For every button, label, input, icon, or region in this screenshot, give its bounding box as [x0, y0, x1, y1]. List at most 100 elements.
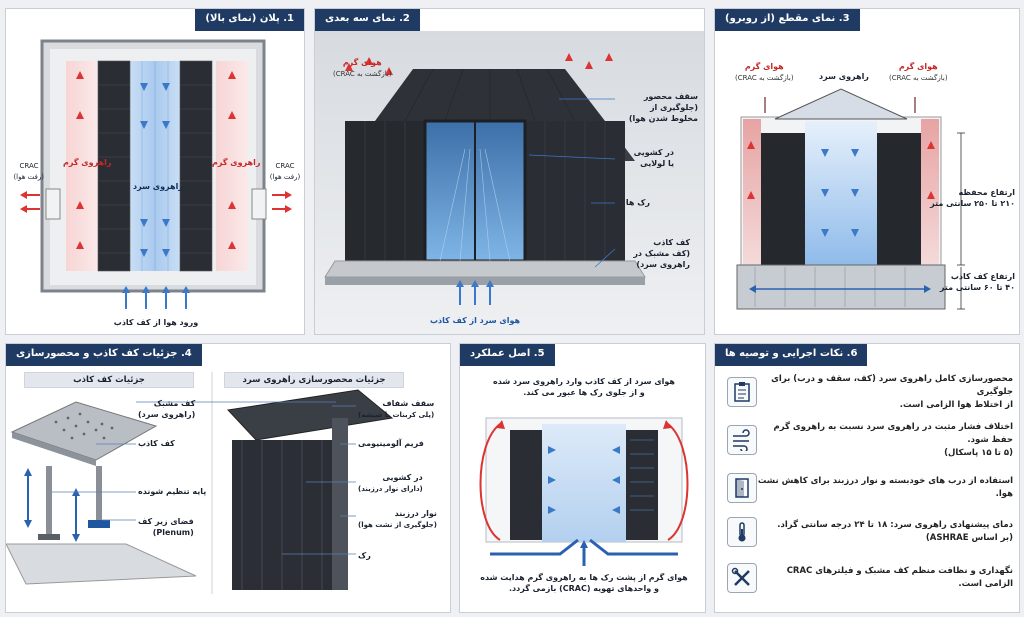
- principle-top-line2: و از جلوی رک ها عبور می کند.: [523, 388, 645, 397]
- panel-title: 4. جزئیات کف کاذب و محصورسازی: [6, 344, 202, 366]
- cold-aisle-label: راهروی سرد: [819, 72, 869, 81]
- crac-right-name: CRAC: [275, 162, 295, 170]
- panel-operating-principle: 5. اصل عملکرد هوای سرد از کف کاذب وارد ر…: [459, 343, 706, 613]
- floor-height-title: ارتفاع کف کاذب: [950, 272, 1015, 281]
- hot-right-label: هوای گرم (بازگشت به CRAC): [889, 61, 948, 84]
- section-diagram: [736, 88, 965, 310]
- door-label: در کشویی یا لولایی: [634, 147, 674, 169]
- airflow-icon: [727, 425, 757, 455]
- crac-left-name: CRAC: [19, 162, 39, 170]
- hot-left-label: هوای گرم (بازگشت به CRAC): [735, 61, 794, 84]
- details-diagram: [6, 372, 394, 594]
- floor-height-label: ارتفاع کف کاذب ۴۰ تا ۶۰ سانتی متر: [940, 271, 1015, 293]
- panel-title: 2. نمای سه بعدی: [315, 9, 420, 31]
- principle-top-line1: هوای سرد از کف کاذب وارد راهروی سرد شده: [493, 377, 675, 386]
- panel-implementation-tips: 6. نکات اجرایی و توصیه ها محصورسازی کامل…: [714, 343, 1020, 613]
- tip-line2: (۵ تا ۱۵ پاسکال): [944, 447, 1013, 458]
- tip-text: اختلاف فشار مثبت در راهروی سرد نسبت به ر…: [757, 421, 1019, 460]
- principle-top-text: هوای سرد از کف کاذب وارد راهروی سرد شده …: [474, 376, 694, 398]
- panel-title: 1. پلان (نمای بالا): [195, 9, 304, 31]
- checklist-icon: [727, 377, 757, 407]
- plenum-label: فضای زیر کف (Plenum): [138, 516, 194, 538]
- aluminum-frame-label: فریم آلومینیومی: [358, 439, 424, 448]
- crac-right-label: CRAC (رفت هوا): [268, 161, 302, 183]
- door-sub: یا لولایی: [640, 159, 674, 168]
- floor-sub1: (کف مشبک در: [633, 249, 690, 258]
- perforated-sub: (راهروی سرد): [138, 410, 196, 419]
- panel-section-view: 3. نمای مقطع (از روبرو): [714, 8, 1020, 335]
- tip-item: اختلاف فشار مثبت در راهروی سرد نسبت به ر…: [727, 420, 1019, 460]
- tip-text: محصورسازی کامل راهروی سرد (کف، سقف و درب…: [757, 373, 1019, 412]
- enc-height-value: ۲۱۰ تا ۲۵۰ سانتی متر: [930, 199, 1015, 208]
- hot-air-sub: (بازگشت به CRAC): [333, 70, 392, 78]
- panel-title: 5. اصل عملکرد: [460, 344, 555, 366]
- hot-left-sub: (بازگشت به CRAC): [735, 74, 794, 82]
- crac-right-sub: (رفت هوا): [269, 173, 301, 181]
- tip-text: استفاده از درب های خودبسته و نوار درزبند…: [757, 475, 1019, 501]
- floor-inlet-arrows: [125, 291, 187, 309]
- thermometer-icon: [727, 517, 757, 547]
- enclosure-height-label: ارتفاع محفظه ۲۱۰ تا ۲۵۰ سانتی متر: [930, 187, 1015, 209]
- tip-line1: استفاده از درب های خودبسته و نوار درزبند…: [757, 476, 1013, 499]
- subhead-enclosure: جزئیات محصورسازی راهروی سرد: [224, 372, 404, 388]
- plenum-sub: (Plenum): [152, 528, 194, 537]
- door-title: در کشویی: [633, 148, 674, 157]
- seal-strip-title: نوار درزبند: [394, 509, 437, 518]
- panel-3d-view: 2. نمای سه بعدی: [314, 8, 705, 335]
- tools-icon: [727, 563, 757, 593]
- tip-text: دمای پیشنهادی راهروی سرد: ۱۸ تا ۲۴ درجه …: [757, 519, 1019, 545]
- hot-aisle-right-label: راهروی گرم: [212, 158, 261, 167]
- pedestal-label: پایه تنظیم شونده: [138, 487, 207, 496]
- sliding-door-label: در کشویی (دارای نوار درزبند): [358, 472, 423, 495]
- panel-floor-enclosure-details: 4. جزئیات کف کاذب و محصورسازی جزئیات کف …: [5, 343, 451, 613]
- tip-item: دمای پیشنهادی راهروی سرد: ۱۸ تا ۲۴ درجه …: [727, 512, 1019, 552]
- tip-line2: از اختلاط هوا الزامی است.: [899, 399, 1013, 410]
- panel-plan-view: 1. پلان (نمای بالا): [5, 8, 305, 335]
- ceiling-title: سقف محصور: [643, 92, 698, 101]
- principle-bottom-line2: و واحدهای تهویه (CRAC) بازمی گردد.: [509, 584, 659, 593]
- hot-left-title: هوای گرم: [744, 62, 784, 71]
- hot-air-title: هوای گرم: [342, 58, 382, 67]
- rack-row-left: [97, 60, 131, 272]
- transparent-ceiling-title: سقف شفاف: [382, 399, 435, 408]
- tip-line1: محصورسازی کامل راهروی سرد (کف، سقف و درب…: [771, 373, 1013, 397]
- floor-label: کف کاذب (کف مشبک در راهروی سرد): [633, 237, 690, 270]
- tip-text: نگهداری و نظافت منظم کف مشبک و فیلترهای …: [757, 565, 1019, 591]
- principle-diagram: [479, 417, 689, 566]
- principle-bottom-text: هوای گرم از پشت رک ها به راهروی گرم هدای…: [474, 572, 694, 594]
- panel-title: 6. نکات اجرایی و توصیه ها: [715, 344, 868, 366]
- transparent-ceiling-sub: (پلی کربنات یا شیشه): [358, 411, 435, 419]
- cold-from-floor-label: هوای سرد از کف کاذب: [429, 316, 521, 325]
- ceiling-sub2: مخلوط شدن هوا): [628, 114, 698, 123]
- ceiling-label: سقف محصور (جلوگیری از مخلوط شدن هوا): [629, 91, 698, 124]
- floor-sub2: راهروی سرد): [636, 260, 690, 269]
- 3d-diagram: [315, 31, 704, 334]
- floor-title: کف کاذب: [653, 238, 690, 247]
- ceiling-sub1: (جلوگیری از: [649, 103, 698, 112]
- hot-right-title: هوای گرم: [898, 62, 938, 71]
- hot-right-sub: (بازگشت به CRAC): [889, 74, 948, 82]
- hot-arrows: [76, 71, 236, 249]
- subhead-floor: جزئیات کف کاذب: [24, 372, 194, 388]
- tip-item: نگهداری و نظافت منظم کف مشبک و فیلترهای …: [727, 558, 1019, 598]
- sliding-door-sub: (دارای نوار درزبند): [358, 485, 423, 493]
- plenum-title: فضای زیر کف: [138, 517, 194, 526]
- floor-height-value: ۴۰ تا ۶۰ سانتی متر: [939, 283, 1015, 292]
- hot-aisle-left-label: راهروی گرم: [63, 158, 112, 167]
- door-icon: [727, 473, 757, 503]
- crac-left-sub: (رفت هوا): [13, 173, 44, 181]
- cold-aisle-label: راهروی سرد: [133, 182, 183, 191]
- seal-strip-label: نوار درزبند (جلوگیری از نشت هوا): [358, 508, 437, 531]
- transparent-ceiling-label: سقف شفاف (پلی کربنات یا شیشه): [358, 398, 434, 421]
- tip-line1: نگهداری و نظافت منظم کف مشبک و فیلترهای …: [786, 566, 1013, 589]
- sliding-door-title: در کشویی: [382, 473, 423, 482]
- tip-item: استفاده از درب های خودبسته و نوار درزبند…: [727, 468, 1019, 508]
- enc-height-title: ارتفاع محفظه: [958, 188, 1015, 197]
- cold-arrows: [140, 83, 170, 257]
- principle-bottom-line1: هوای گرم از پشت رک ها به راهروی گرم هدای…: [480, 573, 688, 582]
- tip-item: محصورسازی کامل راهروی سرد (کف، سقف و درب…: [727, 372, 1019, 412]
- raised-floor-label: کف کاذب: [138, 439, 175, 448]
- perforated-floor-label: کف مشبک (راهروی سرد): [138, 398, 195, 420]
- crac-left-label: CRAC (رفت هوا): [13, 161, 44, 183]
- tip-line1: دمای پیشنهادی راهروی سرد: ۱۸ تا ۲۴ درجه …: [777, 520, 1013, 530]
